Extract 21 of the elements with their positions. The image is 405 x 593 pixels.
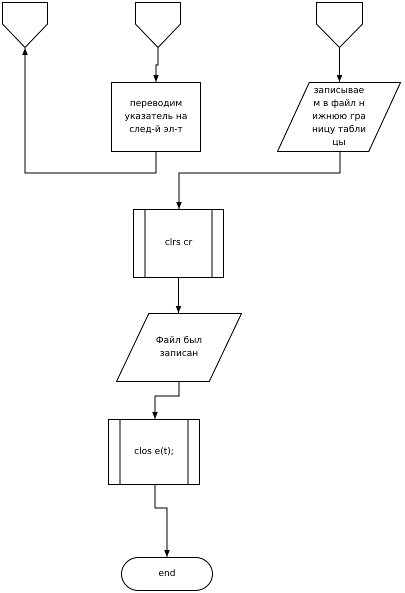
node-text: записывае м в файл н ижнюю гра ницу табли цы [311,84,367,150]
arrow [152,382,180,420]
process-box [111,82,201,152]
arrow [176,152,340,210]
node-text: переводим указатель на след-й эл-т [124,98,188,136]
predefined-process-box [108,419,200,485]
arrow [336,48,342,82]
arrow [176,278,182,314]
arrow [153,48,159,82]
terminator [121,557,213,591]
off-page-connector [135,2,181,48]
node-text: clos e(t); [133,446,175,458]
arrow [154,484,170,558]
io-parallelogram [277,82,401,152]
off-page-connector [316,2,363,48]
predefined-process-box [133,209,224,278]
node-text: Файл был записан [154,334,204,360]
node-text: end [158,568,176,580]
node-text: clrs cr [164,237,194,250]
io-parallelogram [116,313,242,382]
off-page-connector [2,2,48,48]
